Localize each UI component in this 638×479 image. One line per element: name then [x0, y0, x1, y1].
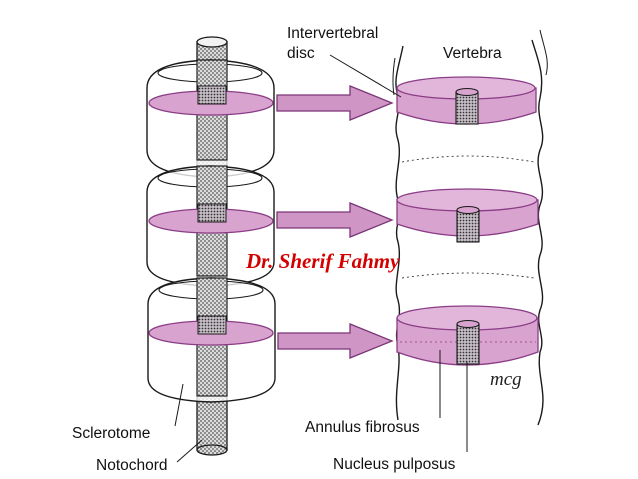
- artist-signature: mcg: [490, 369, 522, 390]
- label-vertebra: Vertebra: [443, 45, 502, 62]
- sclerotome-block-1: [146, 59, 275, 178]
- arrow-2: [276, 202, 394, 238]
- intervertebral-disc-3: [396, 305, 539, 366]
- label-annulus-fibrosus: Annulus fibrosus: [305, 419, 420, 436]
- leader-lines: [174, 54, 468, 463]
- watermark-text: Dr. Sherif Fahmy: [245, 249, 400, 273]
- intervertebral-disc-2: [396, 188, 539, 243]
- label-notochord: Notochord: [96, 457, 168, 474]
- arrow-1: [276, 85, 394, 121]
- intervertebral-disc-1: [396, 76, 537, 125]
- sclerotome-block-2: [146, 165, 275, 287]
- sclerotome-block-3: [147, 277, 276, 403]
- label-intervertebral: Intervertebral: [287, 25, 378, 42]
- arrow-3: [277, 323, 394, 359]
- label-nucleus-pulposus: Nucleus pulposus: [333, 456, 456, 473]
- label-sclerotome: Sclerotome: [72, 425, 150, 442]
- label-disc: disc: [287, 45, 315, 62]
